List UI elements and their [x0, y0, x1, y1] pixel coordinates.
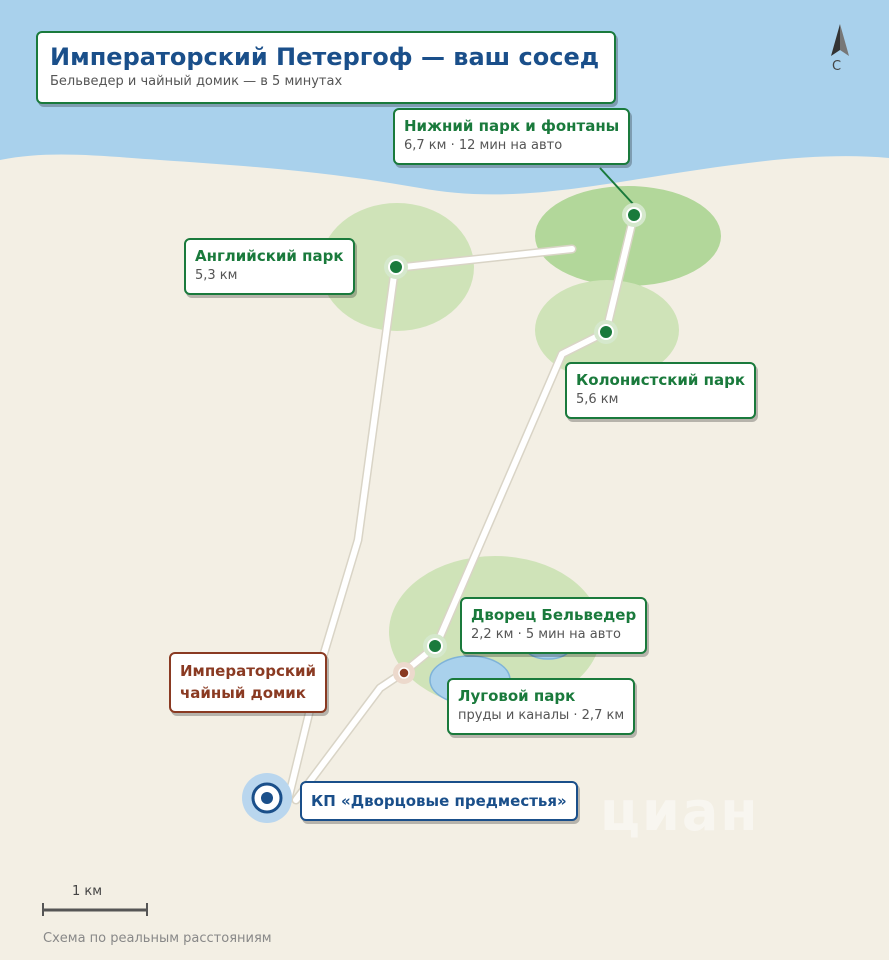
map-subtitle: Бельведер и чайный домик — в 5 минутах: [50, 74, 343, 89]
lower-park-detail: 6,7 км · 12 мин на авто: [404, 138, 563, 153]
card-meadow-park[interactable]: Луговой парк пруды и каналы · 2,7 км: [447, 678, 636, 735]
tea-house-line2: чайный домик: [180, 684, 306, 702]
card-belvedere[interactable]: Дворец Бельведер 2,2 км · 5 мин на авто: [460, 597, 648, 654]
title-card: Императорский Петергоф — ваш сосед Бельв…: [36, 31, 616, 104]
marker-tea-house[interactable]: [393, 662, 415, 684]
card-home[interactable]: КП «Дворцовые предместья»: [300, 781, 578, 821]
meadow-park-name: Луговой парк: [458, 687, 576, 705]
watermark: циан: [600, 780, 760, 843]
footnote: Схема по реальным расстояниям: [43, 931, 272, 946]
marker-lower-park[interactable]: [622, 203, 646, 227]
card-tea-house[interactable]: Императорский чайный домик: [169, 652, 328, 713]
map-title: Императорский Петергоф — ваш сосед: [50, 43, 600, 71]
home-name: КП «Дворцовые предместья»: [311, 792, 567, 810]
compass-north-label: С: [832, 59, 842, 74]
marker-belvedere[interactable]: [423, 634, 447, 658]
scale-bar: [42, 903, 148, 916]
scale-label: 1 км: [72, 884, 103, 899]
tea-house-line1: Императорский: [180, 662, 317, 680]
card-colonist-park[interactable]: Колонистский парк 5,6 км: [565, 362, 757, 419]
meadow-park-detail: пруды и каналы · 2,7 км: [458, 708, 625, 723]
colonist-park-name: Колонистский парк: [576, 371, 746, 389]
lower-park-leader: [599, 167, 635, 206]
marker-home[interactable]: [242, 773, 292, 823]
card-english-park[interactable]: Английский парк 5,3 км: [184, 238, 355, 295]
belvedere-detail: 2,2 км · 5 мин на авто: [471, 627, 621, 642]
north-arrow-icon: [831, 24, 849, 56]
english-park-name: Английский парк: [195, 247, 344, 265]
card-lower-park[interactable]: Нижний парк и фонтаны 6,7 км · 12 мин на…: [393, 108, 631, 165]
colonist-park-detail: 5,6 км: [576, 392, 619, 407]
marker-english-park[interactable]: [384, 255, 408, 279]
lower-park-name: Нижний парк и фонтаны: [404, 117, 620, 135]
marker-colonist-park[interactable]: [594, 320, 618, 344]
english-park-detail: 5,3 км: [195, 268, 238, 283]
belvedere-name: Дворец Бельведер: [471, 606, 637, 624]
